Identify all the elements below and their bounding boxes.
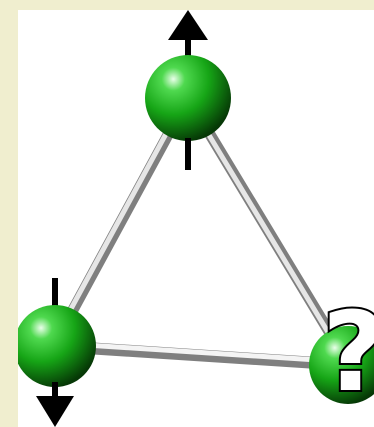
atom-bottom-left (18, 305, 96, 387)
unknown-spin-question-mark: ? (322, 288, 374, 416)
bond-bottom (55, 343, 348, 365)
atom-top (145, 55, 231, 141)
spin-arrow-up-tail (185, 138, 191, 170)
frustrated-spin-triangle-diagram: ? (18, 10, 374, 427)
figure-canvas: ? (18, 10, 374, 427)
spin-arrow-down-tail (52, 382, 58, 398)
